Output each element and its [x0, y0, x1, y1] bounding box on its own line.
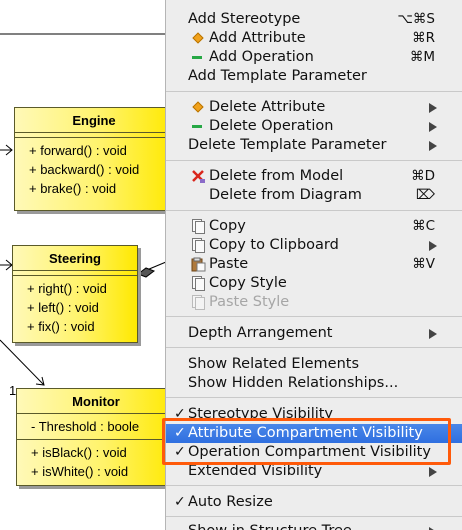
copy-style-icon — [191, 276, 206, 291]
paste-icon — [191, 257, 206, 272]
paste-style-icon — [191, 295, 206, 310]
submenu-arrow-icon — [429, 329, 437, 339]
menu-item-copy-to-clipboard[interactable]: Copy to Clipboard — [166, 236, 462, 255]
submenu-arrow-icon — [429, 241, 437, 251]
submenu-arrow-icon — [429, 141, 437, 151]
menu-item-add-operation[interactable]: Add Operation ⌘M — [166, 48, 462, 67]
menu-separator — [166, 347, 462, 348]
class-engine-attribute-compartment — [15, 133, 173, 138]
class-monitor-name: Monitor — [17, 389, 175, 414]
menu-item-auto-resize[interactable]: ✓ Auto Resize — [174, 494, 273, 510]
class-monitor[interactable]: Monitor - Threshold : boole + isBlack() … — [16, 388, 176, 486]
submenu-arrow-icon — [429, 467, 437, 477]
menu-item-show-in-structure-tree[interactable]: Show in Structure Tree — [166, 522, 462, 530]
submenu-arrow-icon — [429, 122, 437, 132]
forward-delete-key-icon: ⌦ — [415, 187, 435, 203]
menu-item-show-hidden-relationships[interactable]: Show Hidden Relationships... — [188, 375, 399, 391]
operation-item[interactable]: + isWhite() : void — [31, 464, 129, 479]
checkmark-icon: ✓ — [174, 444, 186, 460]
menu-item-delete-attribute[interactable]: Delete Attribute — [166, 98, 462, 117]
copy-icon — [191, 219, 206, 234]
class-steering-name: Steering — [13, 246, 137, 271]
menu-separator — [166, 516, 462, 517]
operation-item[interactable]: + right() : void — [27, 281, 107, 296]
operation-item[interactable]: + forward() : void — [29, 143, 127, 158]
menu-item-copy[interactable]: Copy ⌘C — [166, 217, 462, 236]
attribute-diamond-icon — [191, 100, 206, 115]
attribute-diamond-icon — [191, 31, 206, 46]
class-engine-operations: + forward() : void + backward() : void +… — [15, 138, 173, 198]
menu-separator — [166, 210, 462, 211]
copy-clipboard-icon — [191, 238, 206, 253]
operation-item[interactable]: + left() : void — [27, 300, 99, 315]
class-steering[interactable]: Steering + right() : void + left() : voi… — [12, 245, 138, 343]
checkmark-icon: ✓ — [174, 406, 186, 422]
menu-separator — [166, 160, 462, 161]
menu-item-add-attribute[interactable]: Add Attribute ⌘R — [166, 29, 462, 48]
menu-item-copy-style[interactable]: Copy Style — [166, 274, 462, 293]
highlight-callout-box — [162, 418, 451, 465]
class-steering-attribute-compartment — [13, 271, 137, 276]
context-menu: Add Stereotype ⌥⌘S Add Attribute ⌘R Add … — [165, 0, 462, 530]
operation-bar-icon — [191, 119, 206, 134]
menu-item-delete-from-model[interactable]: Delete from Model ⌘D — [166, 167, 462, 186]
multiplicity-label: 1 — [9, 383, 17, 398]
checkmark-icon: ✓ — [174, 425, 186, 441]
menu-item-depth-arrangement[interactable]: Depth Arrangement — [166, 324, 462, 343]
operation-item[interactable]: + backward() : void — [29, 162, 140, 177]
menu-item-add-stereotype[interactable]: Add Stereotype ⌥⌘S — [188, 11, 435, 27]
submenu-arrow-icon — [429, 527, 437, 530]
menu-item-paste-style: Paste Style — [166, 293, 462, 312]
menu-separator — [166, 316, 462, 317]
menu-separator — [166, 91, 462, 92]
operation-item[interactable]: + brake() : void — [29, 181, 117, 196]
class-engine-name: Engine — [15, 108, 173, 133]
class-engine[interactable]: Engine + forward() : void + backward() :… — [14, 107, 174, 211]
class-monitor-attributes: - Threshold : boole — [17, 414, 175, 440]
menu-item-delete-template-parameter[interactable]: Delete Template Parameter — [166, 136, 462, 155]
menu-item-delete-from-diagram[interactable]: Delete from Diagram ⌦ — [209, 187, 435, 203]
checkmark-icon: ✓ — [174, 494, 186, 510]
menu-item-paste[interactable]: Paste ⌘V — [166, 255, 462, 274]
class-monitor-operations: + isBlack() : void + isWhite() : void — [17, 440, 175, 481]
attribute-item[interactable]: - Threshold : boole — [31, 419, 140, 434]
operation-item[interactable]: + fix() : void — [27, 319, 95, 334]
delete-from-model-icon — [191, 169, 206, 184]
operation-bar-icon — [191, 50, 206, 65]
menu-item-show-related-elements[interactable]: Show Related Elements — [188, 356, 359, 372]
menu-item-operation-compartment-visibility[interactable]: ✓ Operation Compartment Visibility — [174, 444, 431, 460]
class-steering-operations: + right() : void + left() : void + fix()… — [13, 276, 137, 336]
menu-separator — [166, 485, 462, 486]
menu-item-delete-operation[interactable]: Delete Operation — [166, 117, 462, 136]
menu-item-attribute-compartment-visibility[interactable]: ✓ Attribute Compartment Visibility — [166, 424, 462, 443]
menu-separator — [166, 397, 462, 398]
submenu-arrow-icon — [429, 103, 437, 113]
menu-item-add-template-parameter[interactable]: Add Template Parameter — [188, 68, 367, 84]
operation-item[interactable]: + isBlack() : void — [31, 445, 127, 460]
menu-item-extended-visibility[interactable]: Extended Visibility — [166, 462, 462, 481]
